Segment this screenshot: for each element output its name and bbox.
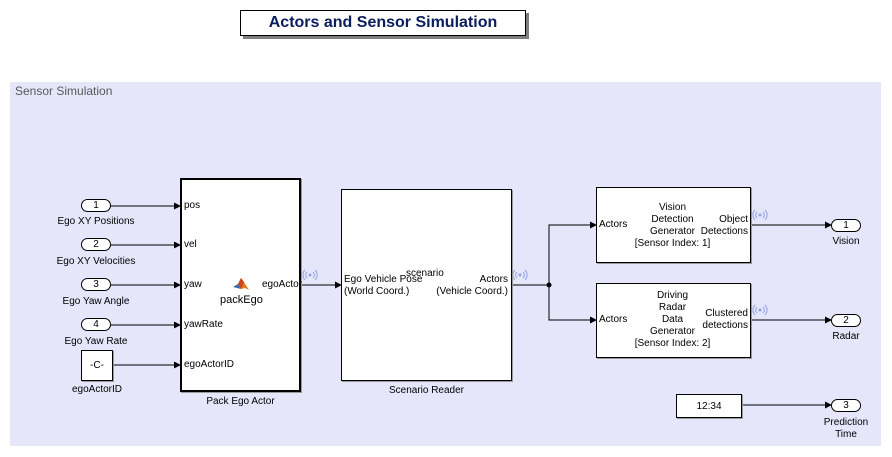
outport-3[interactable]: 3 <box>831 399 861 412</box>
outport-2[interactable]: 2 <box>831 314 861 327</box>
scenario-reader-input-line1: Ego Vehicle Pose <box>344 274 423 285</box>
digital-clock-block[interactable]: 12:34 <box>676 394 742 418</box>
outport-2-label: Radar <box>832 331 860 342</box>
outport-3-label-line2: Time <box>835 429 857 440</box>
inport-4-label: Ego Yaw Rate <box>64 336 128 347</box>
signal-icon <box>512 269 528 281</box>
pack-ego-output: egoActor <box>262 279 303 290</box>
inport-2[interactable]: 2 <box>81 238 111 251</box>
pack-ego-label: Pack Ego Actor <box>206 396 275 407</box>
radar-name-line2: Radar <box>658 302 687 313</box>
signal-icon <box>752 209 768 221</box>
constant-block[interactable]: -C- <box>81 350 113 381</box>
scenario-reader-block[interactable] <box>341 189 512 381</box>
vision-name-line3: Generator <box>649 226 696 237</box>
vision-name-line2: Detection <box>651 214 694 225</box>
vision-output-line1: Object <box>719 214 748 225</box>
scenario-reader-label: Scenario Reader <box>388 385 465 396</box>
diagram-title: Actors and Sensor Simulation <box>240 10 526 36</box>
pack-ego-input-yaw: yaw <box>184 279 202 290</box>
pack-ego-input-yawrate: yawRate <box>184 319 223 330</box>
scenario-reader-output-line1: Actors <box>479 274 508 285</box>
vision-input: Actors <box>599 219 628 230</box>
radar-name-line4: Generator <box>649 326 696 337</box>
pack-ego-input-vel: vel <box>184 239 197 250</box>
branch-point <box>546 282 552 288</box>
inport-2-label: Ego XY Velocities <box>56 256 136 267</box>
inport-1[interactable]: 1 <box>81 199 111 212</box>
outport-1-label: Vision <box>832 236 860 247</box>
pack-ego-function-name: packEgo <box>220 294 263 306</box>
radar-name-line3: Data <box>661 314 684 325</box>
matlab-logo-icon <box>233 278 249 290</box>
scenario-reader-output-line2: (Vehicle Coord.) <box>436 286 508 297</box>
radar-data-generator-block[interactable] <box>596 283 751 358</box>
scenario-reader-center-text: scenario <box>406 268 444 279</box>
signal-icon <box>752 304 768 316</box>
outport-3-label-line1: Prediction <box>823 417 869 428</box>
radar-input: Actors <box>599 314 628 325</box>
vision-name-line4: [Sensor Index: 1] <box>634 238 711 249</box>
radar-output-line1: Clustered <box>705 308 748 319</box>
outport-1[interactable]: 1 <box>831 219 861 232</box>
inport-1-label: Ego XY Positions <box>57 216 135 227</box>
sensor-simulation-label: Sensor Simulation <box>15 84 113 98</box>
pack-ego-input-pos: pos <box>184 200 201 211</box>
constant-label: egoActorID <box>71 384 123 395</box>
scenario-reader-input-line2: (World Coord.) <box>344 286 410 297</box>
pack-ego-input-egoactorid: egoActorID <box>184 359 235 370</box>
vision-name-line1: Vision <box>658 202 687 213</box>
wire-to-vision <box>548 221 597 285</box>
wire-to-radar <box>548 285 597 324</box>
vision-detection-generator-block[interactable] <box>596 187 751 263</box>
radar-name-line5: [Sensor Index: 2] <box>634 338 711 349</box>
radar-output-line2: detections <box>702 320 748 331</box>
inport-4[interactable]: 4 <box>81 318 111 331</box>
vision-output-line2: Detections <box>700 226 748 237</box>
radar-name-line1: Driving <box>656 290 689 301</box>
signal-icon <box>302 269 318 281</box>
inport-3-label: Ego Yaw Angle <box>62 296 130 307</box>
inport-3[interactable]: 3 <box>81 278 111 291</box>
